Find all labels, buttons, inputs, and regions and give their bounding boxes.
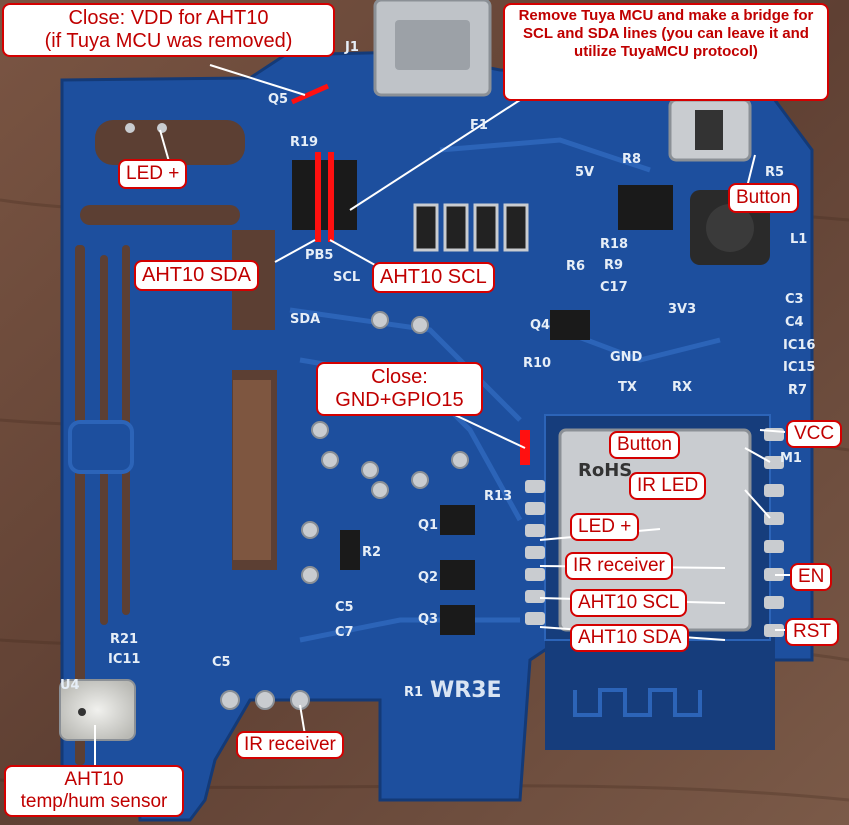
callout-close-gnd-gpio15: Close: GND+GPIO15	[316, 362, 483, 416]
silk-r1: R1	[404, 685, 424, 700]
antenna-trace	[573, 688, 702, 717]
vdd-jumper-mark	[290, 83, 330, 105]
q1-transistor	[440, 505, 475, 535]
callout-led-plus-module: LED +	[570, 513, 640, 541]
q3-transistor	[440, 605, 475, 635]
tuya-mcu-chip	[292, 160, 357, 230]
silk-r19: R19	[290, 135, 319, 150]
board-cutout	[80, 205, 240, 225]
callout-aht10-sensor: AHT10 temp/hum sensor	[4, 765, 184, 817]
silk-m1: M1	[780, 451, 802, 466]
silk-ic16: IC16	[783, 338, 816, 353]
ic-chip	[618, 185, 673, 230]
silk-q1: Q1	[418, 518, 439, 533]
silk-r10: R10	[523, 356, 552, 371]
silk-r8: R8	[622, 152, 642, 167]
silk-c17: C17	[600, 280, 628, 295]
tact-switch-cap	[695, 110, 723, 150]
silk-r2: R2	[362, 545, 382, 560]
copper-coil-glimpse	[233, 380, 271, 560]
silk-gnd: GND	[610, 350, 643, 365]
callout-aht10-sda-module: AHT10 SDA	[570, 624, 690, 652]
silk-r18: R18	[600, 237, 629, 252]
aht10-sensor-hole	[78, 708, 86, 716]
silk-r6: R6	[566, 259, 586, 274]
silk-pb5: PB5	[305, 248, 334, 263]
silk-rohs: RoHS	[578, 460, 633, 481]
callout-aht10-sda-top: AHT10 SDA	[134, 260, 259, 291]
silk-l1: L1	[790, 232, 808, 247]
silk-scl: SCL	[333, 270, 361, 285]
callout-aht10-scl-module: AHT10 SCL	[570, 589, 688, 617]
callout-aht10-scl-top: AHT10 SCL	[372, 262, 495, 293]
silk-u4: U4	[60, 678, 80, 693]
callout-ir-led: IR LED	[629, 472, 707, 500]
silk-3v3: 3V3	[668, 302, 697, 317]
silk-sda: SDA	[290, 312, 321, 327]
silk-r13: R13	[484, 489, 513, 504]
silk-c4: C4	[785, 315, 804, 330]
silk-tx: TX	[618, 380, 637, 395]
board-slot	[75, 245, 85, 765]
callout-ir-receiver-bottom: IR receiver	[236, 731, 344, 759]
silk-ic15: IC15	[783, 360, 816, 375]
silk-c3: C3	[785, 292, 804, 307]
callout-close-vdd-line2: (if Tuya MCU was removed)	[44, 30, 293, 52]
callout-close-gnd-line2: GND+GPIO15	[335, 389, 464, 411]
silk-f1: F1	[470, 118, 488, 133]
silk-q3: Q3	[418, 612, 439, 627]
q4-transistor	[550, 310, 590, 340]
aht10-sensor-chip	[59, 679, 136, 741]
usb-connector-inner	[395, 20, 470, 70]
silk-q4: Q4	[530, 318, 551, 333]
board-ring	[68, 420, 134, 474]
callout-close-gnd-line1: Close:	[371, 366, 428, 388]
callout-close-vdd-line1: Close: VDD for AHT10	[68, 7, 269, 29]
inductor-core	[706, 204, 754, 252]
silk-5v: 5V	[575, 165, 595, 180]
callout-aht10-sensor-line1: AHT10	[64, 769, 124, 790]
callout-en: EN	[790, 563, 833, 591]
silk-rx: RX	[672, 380, 693, 395]
callout-vcc: VCC	[786, 420, 843, 448]
silk-j1: J1	[345, 40, 359, 55]
through-hole-pads	[220, 311, 469, 710]
silk-r9: R9	[604, 258, 624, 273]
board-name-label: WR3E	[430, 678, 502, 703]
silk-c7: C7	[335, 625, 354, 640]
callout-button-module: Button	[609, 431, 680, 459]
callout-ir-receiver-module: IR receiver	[565, 552, 673, 580]
resistor-row	[413, 203, 529, 252]
module-pads-left	[525, 480, 545, 625]
silk-r5: R5	[765, 165, 785, 180]
pcb-traces	[289, 137, 721, 643]
callout-rst: RST	[785, 618, 839, 646]
callout-button-top: Button	[728, 183, 799, 213]
callout-led-plus-top: LED +	[118, 159, 188, 189]
callout-aht10-sensor-line2: temp/hum sensor	[20, 790, 168, 812]
silk-c5-mid: C5	[335, 600, 354, 615]
callout-close-vdd: Close: VDD for AHT10 (if Tuya MCU was re…	[2, 3, 335, 57]
q2-transistor	[440, 560, 475, 590]
silk-r21: R21	[110, 632, 139, 647]
silk-c5: C5	[212, 655, 231, 670]
silk-ic11: IC11	[108, 652, 141, 667]
callout-remove-tuya-mcu: Remove Tuya MCU and make a bridge for SC…	[503, 3, 829, 101]
silk-r7: R7	[788, 383, 808, 398]
silk-q2: Q2	[418, 570, 439, 585]
silk-q5: Q5	[268, 92, 289, 107]
r2-resistor	[340, 530, 360, 570]
